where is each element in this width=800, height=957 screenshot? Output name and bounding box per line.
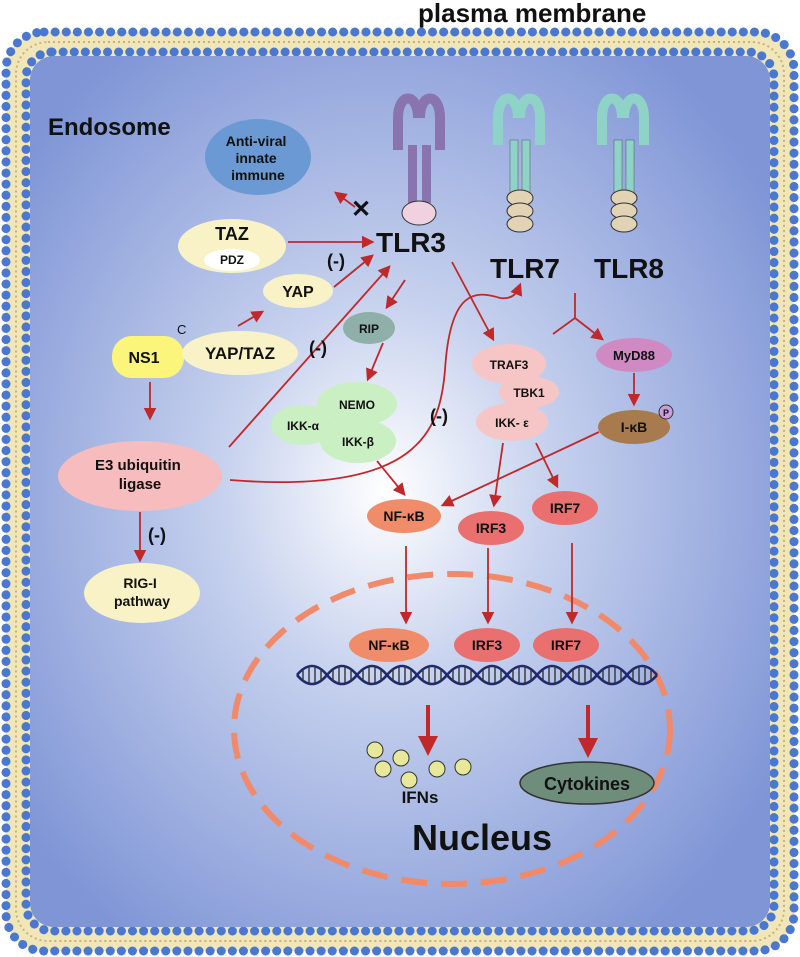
ikkb-label: IKK-β bbox=[342, 435, 374, 449]
tlr7-receptor bbox=[493, 93, 545, 233]
tbk1-label: TBK1 bbox=[513, 386, 545, 400]
nucleus-label: Nucleus bbox=[412, 817, 552, 858]
ikk-complex: NEMO IKK-α IKK-β bbox=[271, 382, 397, 463]
ikb-node bbox=[598, 410, 670, 444]
tlr3-label: TLR3 bbox=[376, 227, 446, 258]
ns1-label: NS1 bbox=[128, 350, 159, 367]
tlr3-receptor bbox=[393, 93, 445, 226]
tlr8-label: TLR8 bbox=[594, 253, 664, 284]
yaptaz-node bbox=[182, 331, 298, 375]
ikb-label: I-κB bbox=[621, 419, 647, 435]
rip-node bbox=[343, 312, 395, 344]
inhibit-label-e3-tlr7: (-) bbox=[430, 406, 448, 426]
tlr7-label: TLR7 bbox=[490, 253, 560, 284]
irf3-nuclear-label: IRF3 bbox=[472, 637, 503, 653]
rigi-line-1: RIG-I bbox=[123, 575, 156, 591]
antiviral-line-3: immune bbox=[231, 167, 285, 183]
traf3-complex: TRAF3 TBK1 IKK- ε bbox=[472, 344, 559, 441]
ns1-node bbox=[112, 336, 184, 378]
antiviral-node bbox=[205, 119, 311, 195]
phosphate-badge bbox=[658, 404, 674, 420]
irf3-nuclear-node bbox=[454, 628, 520, 662]
irf3-label: IRF3 bbox=[476, 520, 507, 536]
ifns-label: IFNs bbox=[402, 788, 439, 807]
block-mark: ✕ bbox=[351, 196, 371, 223]
ikke-label: IKK- ε bbox=[495, 416, 529, 430]
cytokines-node bbox=[519, 761, 655, 805]
yap-label: YAP bbox=[282, 284, 314, 301]
svg-text:Anti-viral innate immu: Anti-viral innate immune bbox=[226, 133, 291, 183]
nfkb-label: NF-κB bbox=[383, 508, 424, 524]
tlr8-receptor bbox=[597, 93, 649, 233]
irf7-nuclear-node bbox=[533, 628, 599, 662]
inhibit-label-e3-tlr3: (-) bbox=[309, 338, 327, 358]
output-arrows bbox=[418, 705, 598, 758]
inhibit-label-taz: (-) bbox=[327, 251, 345, 271]
arrows bbox=[133, 191, 641, 625]
inhibit-label-rigi: (-) bbox=[148, 525, 166, 545]
ifn-molecules bbox=[366, 741, 472, 789]
taz-node: TAZ PDZ bbox=[178, 219, 286, 273]
irf7-nuclear-label: IRF7 bbox=[551, 637, 582, 653]
endosome-label: Endosome bbox=[48, 114, 171, 141]
e3-ligase-node bbox=[58, 441, 222, 511]
phosphate-label: P bbox=[663, 408, 669, 418]
rip-label: RIP bbox=[359, 322, 379, 336]
nfkb-nuclear-node bbox=[349, 628, 429, 662]
antiviral-line-1: Anti-viral bbox=[226, 133, 287, 149]
myd88-label: MyD88 bbox=[613, 348, 655, 363]
irf7-label: IRF7 bbox=[550, 500, 581, 516]
svg-text:RIG-I pathway: RIG-I pathway bbox=[114, 575, 170, 609]
plasma-membrane-label: plasma membrane bbox=[418, 0, 646, 28]
nucleus-boundary bbox=[231, 571, 673, 887]
pdz-domain bbox=[204, 249, 260, 271]
ns1-c-terminus: C bbox=[177, 322, 186, 337]
nemo-label: NEMO bbox=[339, 398, 375, 412]
e3-line-1: E3 ubiquitin bbox=[95, 457, 181, 474]
myd88-node bbox=[596, 338, 672, 372]
yaptaz-label: YAP/TAZ bbox=[205, 344, 275, 363]
rigi-node bbox=[84, 563, 200, 623]
traf3-label: TRAF3 bbox=[490, 358, 529, 372]
irf3-node bbox=[458, 511, 524, 545]
irf7-node bbox=[532, 491, 598, 525]
antiviral-line-2: innate bbox=[235, 150, 276, 166]
pdz-label: PDZ bbox=[220, 253, 244, 267]
ikka-label: IKK-α bbox=[287, 419, 320, 433]
rigi-line-2: pathway bbox=[114, 593, 170, 609]
svg-text:E3 ubiquitin ligase: E3 ubiquitin ligase bbox=[95, 457, 185, 493]
cytokines-label: Cytokines bbox=[544, 774, 630, 794]
yap-node bbox=[263, 274, 333, 308]
nfkb-nuclear-label: NF-κB bbox=[368, 637, 409, 653]
taz-label: TAZ bbox=[215, 224, 249, 244]
nfkb-node bbox=[367, 499, 441, 533]
e3-line-2: ligase bbox=[119, 476, 162, 493]
